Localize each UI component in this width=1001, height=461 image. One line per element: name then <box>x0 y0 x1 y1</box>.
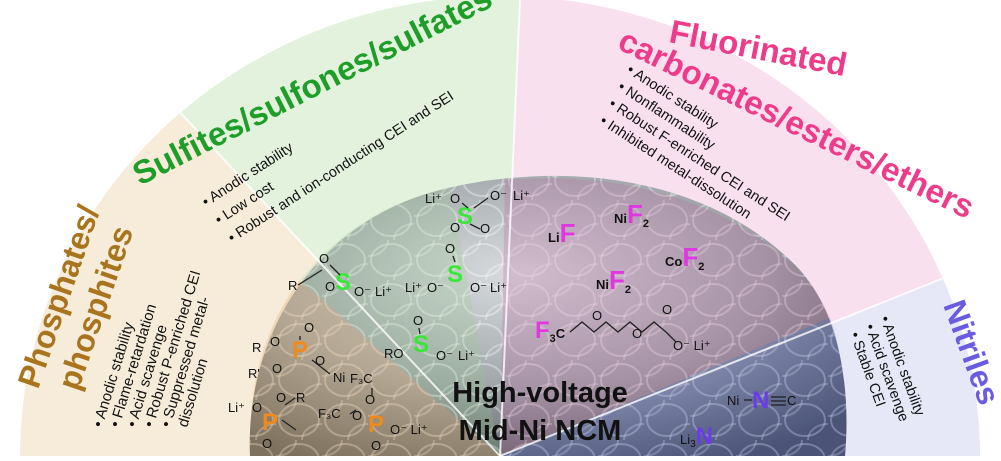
p-atom: P <box>292 337 308 364</box>
o-minus-li-label: O⁻ Li⁺ <box>390 422 428 437</box>
o-label: O <box>480 221 490 236</box>
nif2-label-1: NiF2 <box>614 199 649 230</box>
f3c-label: F₃C <box>318 406 341 421</box>
s-atom: S <box>413 331 429 358</box>
nitrile-compounds: Ni N C Li3N <box>680 387 796 450</box>
o-label: O <box>371 438 381 453</box>
f3c-group: F3C <box>535 317 566 345</box>
nif2-label-2: NiF2 <box>596 265 631 296</box>
f3c-label: F₃C <box>350 371 373 386</box>
center-label-line2: Mid-Ni NCM <box>459 415 622 447</box>
li3n-label: Li3N <box>680 423 713 450</box>
fluorine-compounds: LiF NiF2 CoF2 NiF2 F3C O O O O⁻ Li⁺ <box>535 199 711 353</box>
o-minus-label: O⁻ <box>490 188 507 203</box>
o-minus-label: O⁻ <box>470 280 487 295</box>
o-minus-label: O⁻ <box>436 348 453 363</box>
r-label: R <box>288 278 297 293</box>
o-label: O <box>450 220 460 235</box>
li-plus-label: Li⁺ <box>375 284 392 299</box>
o-label: O <box>632 326 642 341</box>
o-label: O <box>592 308 602 323</box>
n-atom: N <box>752 387 769 414</box>
cof2-label: CoF2 <box>665 242 704 273</box>
o-label: O <box>252 400 262 415</box>
o-label: O <box>413 313 423 328</box>
phosphorus-compounds: O P R O O Ni R' O Li⁺ O O R P O F₃C F₃C … <box>228 320 428 453</box>
o-label: O <box>450 191 460 206</box>
o-label: O <box>662 302 672 317</box>
c-label: C <box>787 393 796 408</box>
r-label: R <box>296 390 305 405</box>
o-label: O <box>272 361 282 376</box>
p-atom: P <box>262 409 278 436</box>
lif-label: LiF <box>548 218 575 248</box>
s-atom: S <box>457 203 473 230</box>
ro-label: RO <box>384 346 404 361</box>
o-label: O <box>445 241 455 256</box>
ni-label: Ni <box>727 393 739 408</box>
s-atom: S <box>335 269 351 296</box>
r-label: R <box>252 340 261 355</box>
o-label: O <box>319 251 329 266</box>
center-label-line1: High-voltage <box>452 377 628 409</box>
p-atom: P <box>368 411 384 438</box>
o-label: O <box>262 436 272 451</box>
o-label: O <box>270 334 280 349</box>
o-minus-label: O⁻ <box>427 280 444 295</box>
li-plus-label: Li⁺ <box>228 400 245 415</box>
li-plus-label: Li⁺ <box>405 280 422 295</box>
sulfur-molecules: Li⁺ O O⁻ Li⁺ O O S R O O S O⁻ Li⁺ O S Li… <box>288 188 530 363</box>
li-plus-label: Li⁺ <box>425 191 442 206</box>
ni-label: Ni <box>333 370 345 385</box>
o-label: O <box>315 353 325 368</box>
s-atom: S <box>447 261 463 288</box>
o-label: O <box>304 320 314 335</box>
r-prime-label: R' <box>248 366 260 381</box>
li-plus-label: Li⁺ <box>458 348 475 363</box>
o-label: O <box>352 408 362 423</box>
li-plus-label: Li⁺ <box>513 188 530 203</box>
o-label: O <box>325 279 335 294</box>
o-label: O <box>276 390 286 405</box>
o-minus-label: O⁻ <box>354 284 371 299</box>
o-label: O <box>365 392 375 407</box>
li-plus-label: Li⁺ <box>490 280 507 295</box>
o-minus-li-label: O⁻ Li⁺ <box>673 338 711 353</box>
